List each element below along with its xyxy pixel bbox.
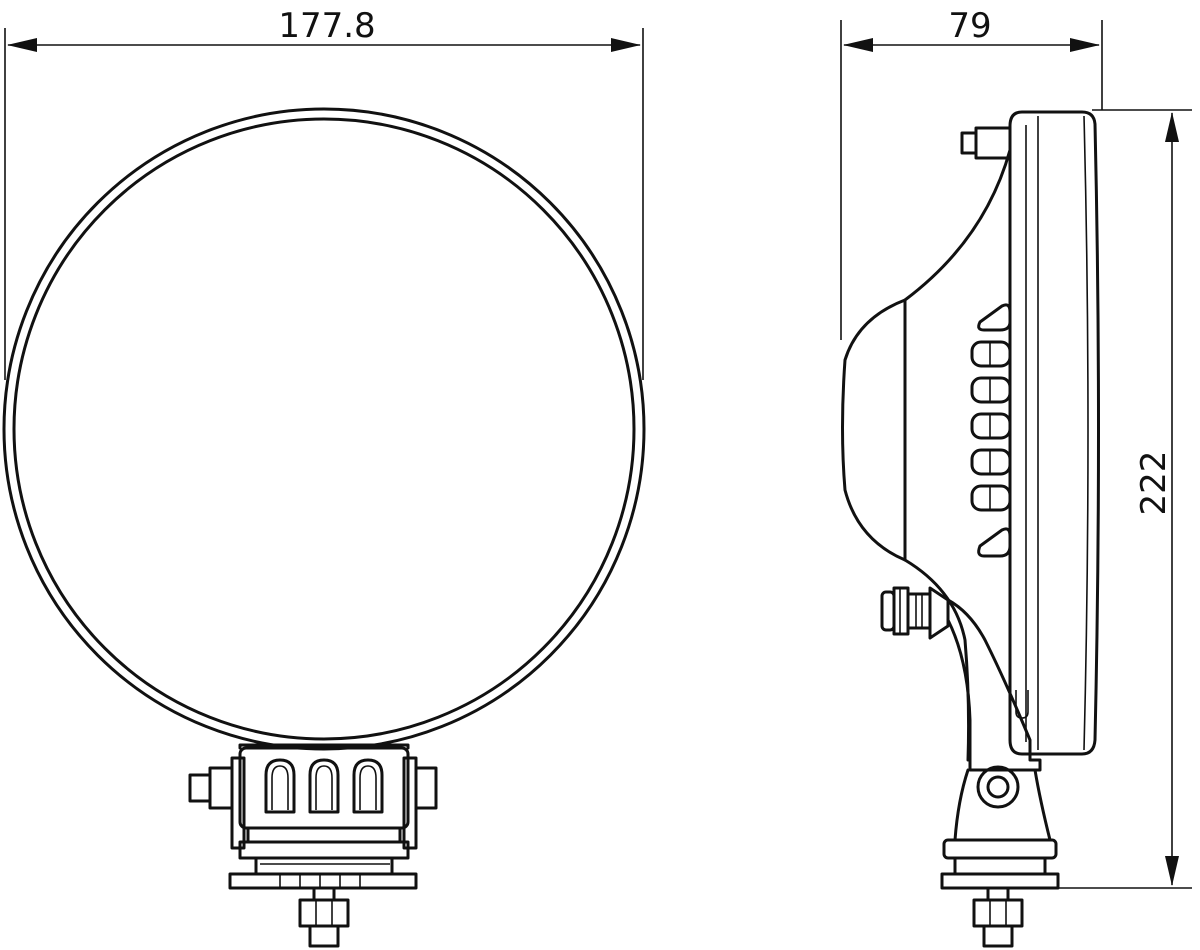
mounting-bracket-front	[188, 743, 438, 948]
dimension-arrow-left	[7, 38, 37, 52]
dimension-label-side-height: 222	[1134, 451, 1174, 516]
lamp-lens	[12, 117, 636, 741]
lamp-housing-side	[841, 148, 1012, 762]
cable-connector	[880, 586, 950, 640]
dimension-side-depth: 79	[840, 6, 1103, 340]
dimension-label-side-depth: 79	[948, 6, 991, 46]
dimension-arrow-bottom	[1165, 856, 1179, 886]
dimension-arrow-left	[843, 38, 873, 52]
lamp-rim-side	[1008, 110, 1100, 756]
side-view: 79 222	[840, 6, 1192, 948]
lamp-rim-outer	[2, 107, 646, 751]
dimension-arrow-right	[611, 38, 641, 52]
cooling-fins	[970, 303, 1012, 558]
dimension-arrow-right	[1070, 38, 1100, 52]
dimension-label-front-width: 177.8	[278, 6, 375, 46]
pivot-bolt	[976, 765, 1020, 809]
mount-stem-side	[940, 598, 1060, 948]
dimension-front-width: 177.8	[4, 6, 644, 380]
front-view: 177.8	[2, 6, 646, 948]
dimension-arrow-top	[1165, 112, 1179, 142]
dimension-side-height: 222	[1058, 109, 1192, 889]
top-screw	[960, 126, 1012, 160]
